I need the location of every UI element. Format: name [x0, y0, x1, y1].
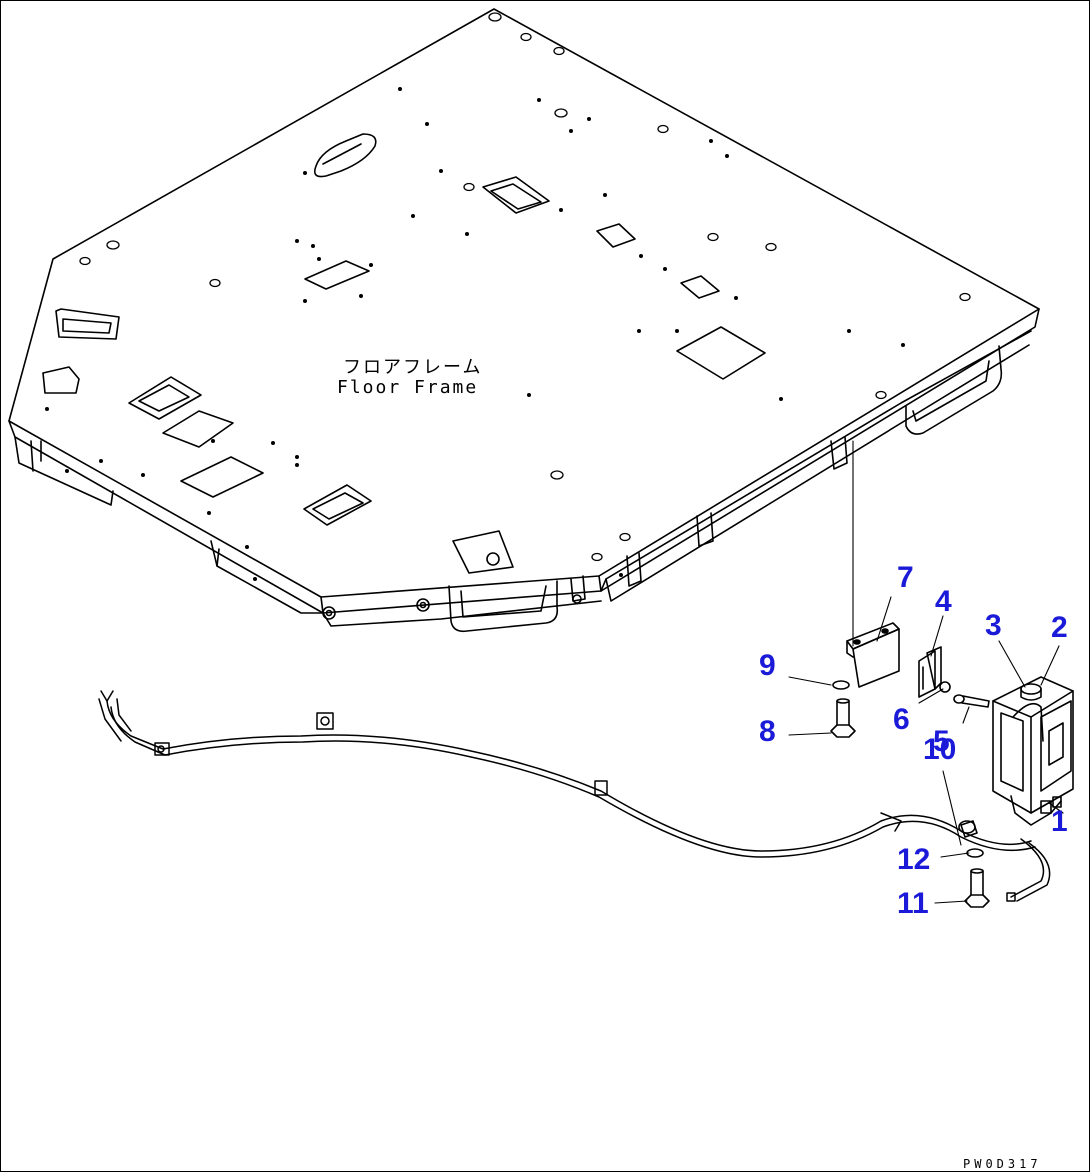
- callout-7: 7: [897, 561, 914, 594]
- bolt-part-8: [830, 698, 856, 738]
- callout-12: 12: [897, 843, 931, 876]
- washer-part-6: [939, 681, 951, 693]
- bolt-part-11: [964, 868, 990, 908]
- clip-part-4: [918, 646, 942, 698]
- hose-harness: [98, 690, 1051, 902]
- frame-holes: [79, 12, 971, 562]
- drawing-number: PW0D317: [963, 1157, 1042, 1171]
- callout-4: 4: [935, 585, 952, 618]
- callout-10: 10: [923, 733, 957, 766]
- callout-3: 3: [985, 609, 1002, 642]
- callout-6: 6: [893, 703, 910, 736]
- screw-part-5: [953, 694, 990, 708]
- washer-part-9: [832, 680, 850, 690]
- callout-1: 1: [1051, 805, 1068, 838]
- motor-part-1: [1040, 796, 1062, 814]
- frame-label-japanese: フロアフレーム: [343, 357, 483, 378]
- frame-dots: [45, 87, 905, 581]
- washer-part-12: [966, 848, 984, 858]
- leader-lines: [788, 440, 1064, 904]
- callout-11: 11: [897, 887, 929, 920]
- callout-5: 5: [933, 725, 950, 758]
- bracket-part-7: [846, 622, 900, 688]
- washer-tank-part-2: [992, 676, 1074, 826]
- floor-frame: [8, 8, 1040, 633]
- frame-label-english: Floor Frame: [337, 377, 479, 398]
- callout-9: 9: [759, 649, 776, 682]
- cap-part-3: [1020, 683, 1042, 701]
- callout-2: 2: [1051, 611, 1068, 644]
- callout-8: 8: [759, 715, 776, 748]
